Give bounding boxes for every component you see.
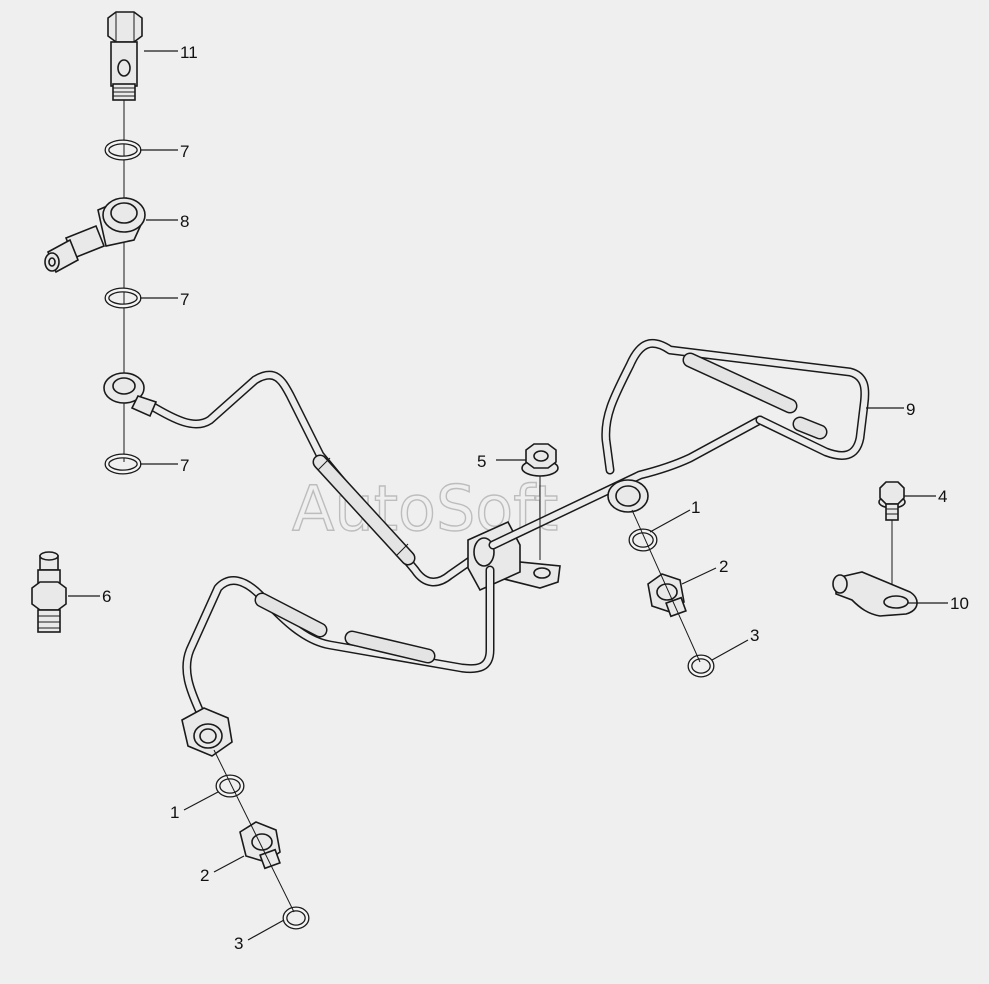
sealing-washer-top[interactable] xyxy=(104,139,142,161)
banjo-fitting[interactable] xyxy=(44,197,146,274)
callout-3-right: 3 xyxy=(750,626,759,645)
callout-3-left: 3 xyxy=(234,934,243,953)
banjo-bolt[interactable] xyxy=(107,11,143,101)
callout-2-left: 2 xyxy=(200,866,209,885)
callout-6: 6 xyxy=(102,587,111,606)
callout-5: 5 xyxy=(477,452,486,471)
sealing-washer-bottom[interactable] xyxy=(104,453,142,475)
fuel-pipe-left[interactable] xyxy=(103,370,498,587)
callout-7-middle: 7 xyxy=(180,290,189,309)
o-ring-right[interactable] xyxy=(687,654,715,678)
fuel-pipe-lower[interactable] xyxy=(181,565,495,757)
callout-7-top: 7 xyxy=(180,142,189,161)
callout-2-right: 2 xyxy=(719,557,728,576)
callout-11: 11 xyxy=(180,43,198,62)
o-ring-left[interactable] xyxy=(282,906,310,930)
callout-9: 9 xyxy=(906,400,915,419)
fuel-pipe-loop[interactable] xyxy=(601,338,870,475)
union-fitting-left[interactable] xyxy=(239,821,281,870)
callout-7-bottom: 7 xyxy=(180,456,189,475)
mounting-bracket[interactable] xyxy=(832,571,918,617)
sealing-washer-middle[interactable] xyxy=(104,287,142,309)
callout-8: 8 xyxy=(180,212,189,231)
callout-4: 4 xyxy=(938,487,947,506)
union-fitting-right[interactable] xyxy=(647,573,687,618)
callout-10: 10 xyxy=(950,594,969,613)
callout-1-right: 1 xyxy=(691,498,700,517)
hose-nipple[interactable] xyxy=(31,551,67,633)
callout-1-left: 1 xyxy=(170,803,179,822)
flange-nut[interactable] xyxy=(521,443,559,560)
copper-washer-left[interactable] xyxy=(215,774,245,798)
copper-washer-right[interactable] xyxy=(628,528,658,552)
hex-bolt[interactable] xyxy=(878,481,906,596)
callout-leaders xyxy=(68,50,948,941)
fuel-pipe-center[interactable] xyxy=(488,415,765,550)
